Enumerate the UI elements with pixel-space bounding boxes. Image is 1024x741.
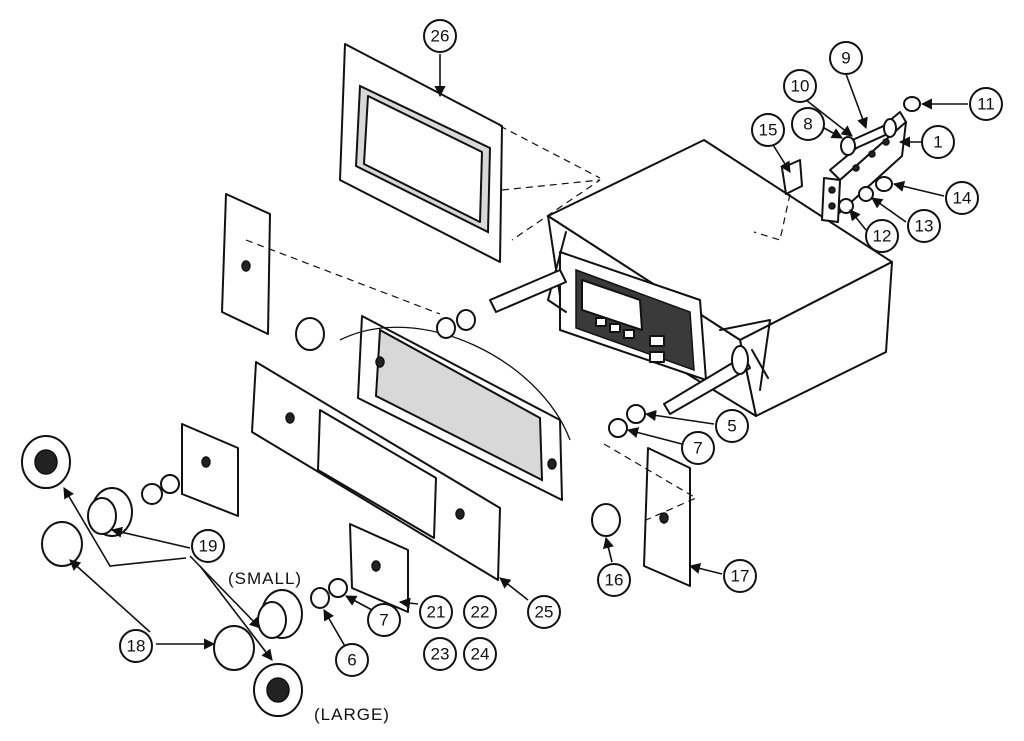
svg-text:16: 16 bbox=[605, 571, 624, 590]
svg-text:21: 21 bbox=[427, 603, 446, 622]
knobs bbox=[21, 317, 621, 717]
callout-17: 17 bbox=[723, 559, 757, 593]
svg-text:9: 9 bbox=[841, 49, 850, 68]
callout-14: 14 bbox=[945, 181, 979, 215]
side-plate-upper bbox=[221, 193, 441, 335]
washers bbox=[141, 309, 646, 609]
callout-21: 21 bbox=[419, 595, 453, 629]
svg-text:5: 5 bbox=[727, 417, 736, 436]
svg-text:18: 18 bbox=[127, 637, 146, 656]
svg-text:24: 24 bbox=[471, 645, 490, 664]
label-large: (LARGE) bbox=[314, 705, 390, 724]
side-plate-right bbox=[603, 443, 698, 587]
callout-15: 15 bbox=[751, 113, 785, 147]
svg-text:10: 10 bbox=[791, 77, 810, 96]
svg-text:19: 19 bbox=[199, 537, 218, 556]
svg-text:26: 26 bbox=[431, 27, 450, 46]
callout-23: 23 bbox=[423, 637, 457, 671]
callout-8: 8 bbox=[791, 107, 825, 141]
callout-11: 11 bbox=[969, 87, 1003, 121]
svg-text:23: 23 bbox=[431, 645, 450, 664]
svg-text:1: 1 bbox=[933, 133, 942, 152]
svg-text:11: 11 bbox=[977, 95, 995, 114]
callout-10: 10 bbox=[783, 69, 817, 103]
side-plate-center bbox=[349, 523, 409, 613]
svg-text:12: 12 bbox=[873, 227, 892, 246]
svg-text:13: 13 bbox=[915, 217, 934, 236]
callout-7-right: 7 bbox=[681, 431, 715, 465]
svg-text:25: 25 bbox=[535, 603, 554, 622]
callout-1: 1 bbox=[921, 125, 955, 159]
callout-19: 19 bbox=[191, 529, 225, 563]
radio-chassis bbox=[489, 139, 893, 417]
svg-text:7: 7 bbox=[693, 439, 702, 458]
callout-12: 12 bbox=[865, 219, 899, 253]
callout-7-left: 7 bbox=[367, 603, 401, 637]
svg-text:6: 6 bbox=[347, 651, 356, 670]
svg-text:14: 14 bbox=[953, 189, 972, 208]
svg-text:7: 7 bbox=[379, 611, 388, 630]
callout-25: 25 bbox=[527, 595, 561, 629]
mounting-bracket bbox=[753, 96, 921, 241]
callout-6: 6 bbox=[335, 643, 369, 677]
callout-24: 24 bbox=[463, 637, 497, 671]
callout-18: 18 bbox=[119, 629, 153, 663]
callout-13: 13 bbox=[907, 209, 941, 243]
side-plate-left bbox=[181, 423, 239, 517]
svg-text:22: 22 bbox=[471, 603, 490, 622]
callout-26: 26 bbox=[423, 19, 457, 53]
leader-lines bbox=[63, 54, 968, 661]
trim-plate bbox=[339, 43, 601, 263]
callout-9: 9 bbox=[829, 41, 863, 75]
svg-text:8: 8 bbox=[803, 115, 812, 134]
svg-text:17: 17 bbox=[731, 567, 750, 586]
svg-text:15: 15 bbox=[759, 121, 778, 140]
callout-5: 5 bbox=[715, 409, 749, 443]
callout-16: 16 bbox=[597, 563, 631, 597]
callout-22: 22 bbox=[463, 595, 497, 629]
front-bezel bbox=[251, 315, 571, 581]
label-small: (SMALL) bbox=[228, 569, 302, 588]
